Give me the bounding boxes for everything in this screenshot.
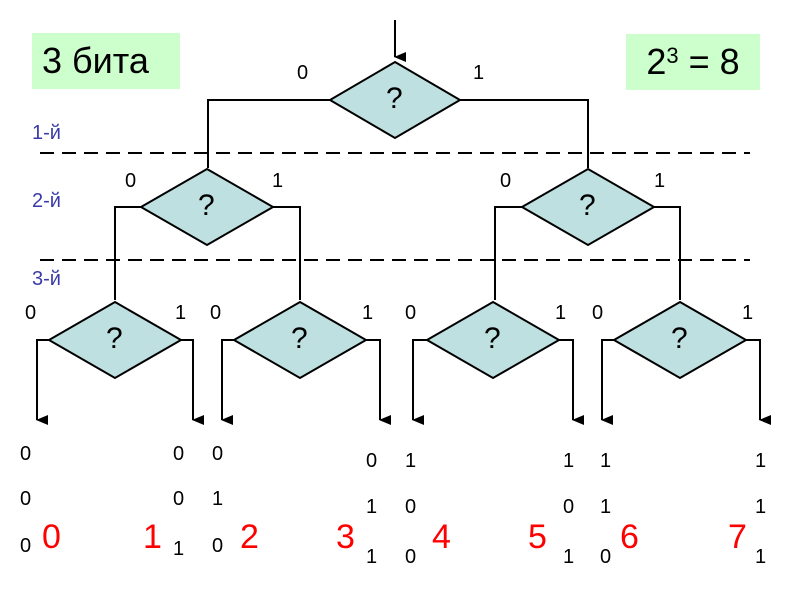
leaf-4-bit-1: 1 (405, 450, 417, 472)
leaf-2-bit-3: 0 (212, 535, 224, 557)
node-7-left-branch (601, 339, 614, 425)
leaf-3-bit-1: 0 (366, 450, 378, 472)
leaf-6-bit-2: 1 (600, 496, 612, 518)
decision-node-4 (46, 300, 184, 380)
leaf-3-decimal: 3 (336, 518, 355, 556)
leaf-3-bit-2: 1 (366, 496, 378, 518)
leaf-5-bit-2: 0 (563, 496, 575, 518)
level-label-2: 2-й (32, 190, 61, 212)
leaf-0-bit-1: 0 (20, 443, 32, 465)
node-2-branch-1-label: 1 (272, 170, 284, 192)
leaf-4-bit-3: 0 (405, 546, 417, 568)
decision-node-1-label: ? (386, 82, 403, 115)
node-2-left-branch (114, 206, 141, 300)
node-4-branch-0-label: 0 (25, 302, 37, 324)
leaf-5-bit-3: 1 (563, 546, 575, 568)
leaf-1-decimal: 1 (143, 518, 162, 556)
node-6-right-branch (559, 339, 584, 425)
node-2-right-branch (273, 206, 301, 300)
node-7-branch-1-label: 1 (742, 302, 754, 324)
leaf-0-decimal: 0 (42, 518, 61, 556)
node-5-left-branch (221, 339, 234, 425)
leaf-6-bit-3: 0 (600, 546, 612, 568)
node-6-branch-0-label: 0 (405, 302, 417, 324)
decision-node-6-label: ? (484, 322, 501, 355)
node-5-branch-0-label: 0 (210, 302, 222, 324)
decision-node-2 (138, 167, 276, 247)
node-3-left-branch (494, 206, 522, 300)
leaf-7-bit-2: 1 (755, 496, 767, 518)
node-3-branch-0-label: 0 (500, 170, 512, 192)
node-1-branch-1-label: 1 (473, 62, 485, 84)
node-4-left-branch (36, 339, 49, 425)
decision-node-7-label: ? (671, 322, 688, 355)
node-2-branch-0-label: 0 (125, 170, 137, 192)
leaf-0-bit-2: 0 (20, 488, 32, 510)
node-4-right-branch (181, 339, 204, 425)
decision-node-5-label: ? (291, 322, 308, 355)
leaf-1-bit-2: 0 (173, 488, 185, 510)
leaf-7-bit-3: 1 (755, 546, 767, 568)
node-3-right-branch (654, 206, 681, 300)
decision-node-2-label: ? (198, 189, 215, 222)
node-6-branch-1-label: 1 (555, 302, 567, 324)
node-5-branch-1-label: 1 (362, 302, 374, 324)
level-label-1: 1-й (32, 122, 61, 144)
decision-node-4-label: ? (106, 322, 123, 355)
node-5-right-branch (366, 339, 391, 425)
formula-rest: = 8 (678, 41, 740, 82)
leaf-1-bit-1: 0 (173, 443, 185, 465)
leaf-7-bit-1: 1 (755, 450, 767, 472)
leaf-3-bit-3: 1 (366, 546, 378, 568)
node-1-right-branch (460, 99, 589, 168)
decision-node-6 (424, 300, 562, 380)
bit-count-box: 3 бита (32, 33, 180, 89)
formula-exponent: 3 (666, 43, 679, 68)
node-1-branch-0-label: 0 (297, 62, 309, 84)
leaf-5-bit-1: 1 (563, 450, 575, 472)
formula-base: 2 (646, 41, 667, 82)
level-label-3: 3-й (32, 268, 61, 290)
leaf-7-decimal: 7 (728, 518, 747, 556)
leaf-4-decimal: 4 (432, 518, 451, 556)
node-1-left-branch (207, 99, 330, 168)
decision-node-1 (328, 60, 462, 140)
bit-count-label: 3 бита (42, 40, 149, 81)
leaf-5-decimal: 5 (528, 518, 547, 556)
leaf-2-decimal: 2 (240, 518, 259, 556)
decision-node-3 (519, 167, 657, 247)
leaf-0-bit-3: 0 (20, 535, 32, 557)
leaf-4-bit-2: 0 (405, 496, 417, 518)
node-3-branch-1-label: 1 (654, 170, 666, 192)
node-6-left-branch (412, 339, 427, 425)
node-7-right-branch (746, 339, 771, 425)
leaf-6-decimal: 6 (620, 518, 639, 556)
leaf-2-bit-1: 0 (212, 443, 224, 465)
leaf-1-bit-3: 1 (173, 538, 185, 560)
node-7-branch-0-label: 0 (592, 302, 604, 324)
decision-node-7 (611, 300, 749, 380)
node-4-branch-1-label: 1 (175, 302, 187, 324)
leaf-6-bit-1: 1 (600, 450, 612, 472)
decision-node-5 (231, 300, 369, 380)
leaf-2-bit-2: 1 (212, 488, 224, 510)
decision-node-3-label: ? (579, 189, 596, 222)
